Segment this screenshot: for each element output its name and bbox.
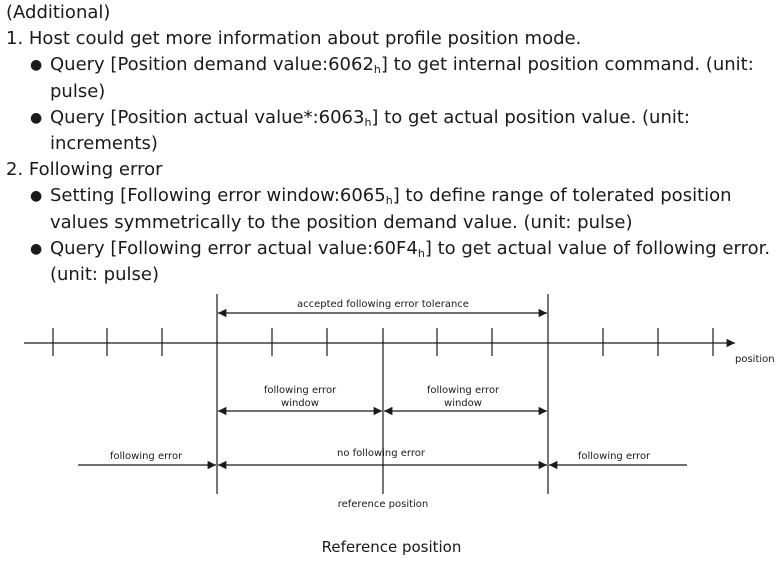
bullet-icon: ●	[30, 188, 43, 205]
heading: (Additional)	[6, 2, 111, 23]
reference-position-label: reference position	[338, 499, 429, 510]
bullet-icon: ●	[30, 109, 43, 126]
window-left-label-2: window	[281, 398, 319, 409]
item-1-bullet-1: ● Query [Position demand value:6062h] to…	[6, 52, 781, 104]
window-left-label-1: following error	[264, 385, 337, 396]
document-body: (Additional) 1. Host could get more info…	[6, 0, 781, 288]
item-2-bullet-1: ● Setting [Following error window:6065h]…	[6, 183, 781, 235]
left-zone-label: following error	[110, 451, 183, 462]
bullet-icon: ●	[30, 57, 43, 74]
item-1-title: 1. Host could get more information about…	[6, 28, 582, 50]
bullet-icon: ●	[30, 240, 43, 257]
item-2-title: 2. Following error	[6, 159, 163, 181]
right-zone-label: following error	[578, 451, 651, 462]
following-error-diagram: accepted following error tolerance posit…	[24, 294, 775, 510]
figure-caption: Reference position	[321, 538, 462, 556]
item-1-bullet-2: ● Query [Position actual value*:6063h] t…	[6, 105, 781, 157]
middle-zone-label: no following error	[337, 448, 426, 459]
window-right-label-1: following error	[427, 385, 500, 396]
item-2-bullet-2: ● Query [Following error actual value:60…	[6, 236, 781, 288]
tolerance-label: accepted following error tolerance	[297, 299, 469, 310]
axis-label: position	[735, 354, 775, 365]
window-right-label-2: window	[444, 398, 482, 409]
